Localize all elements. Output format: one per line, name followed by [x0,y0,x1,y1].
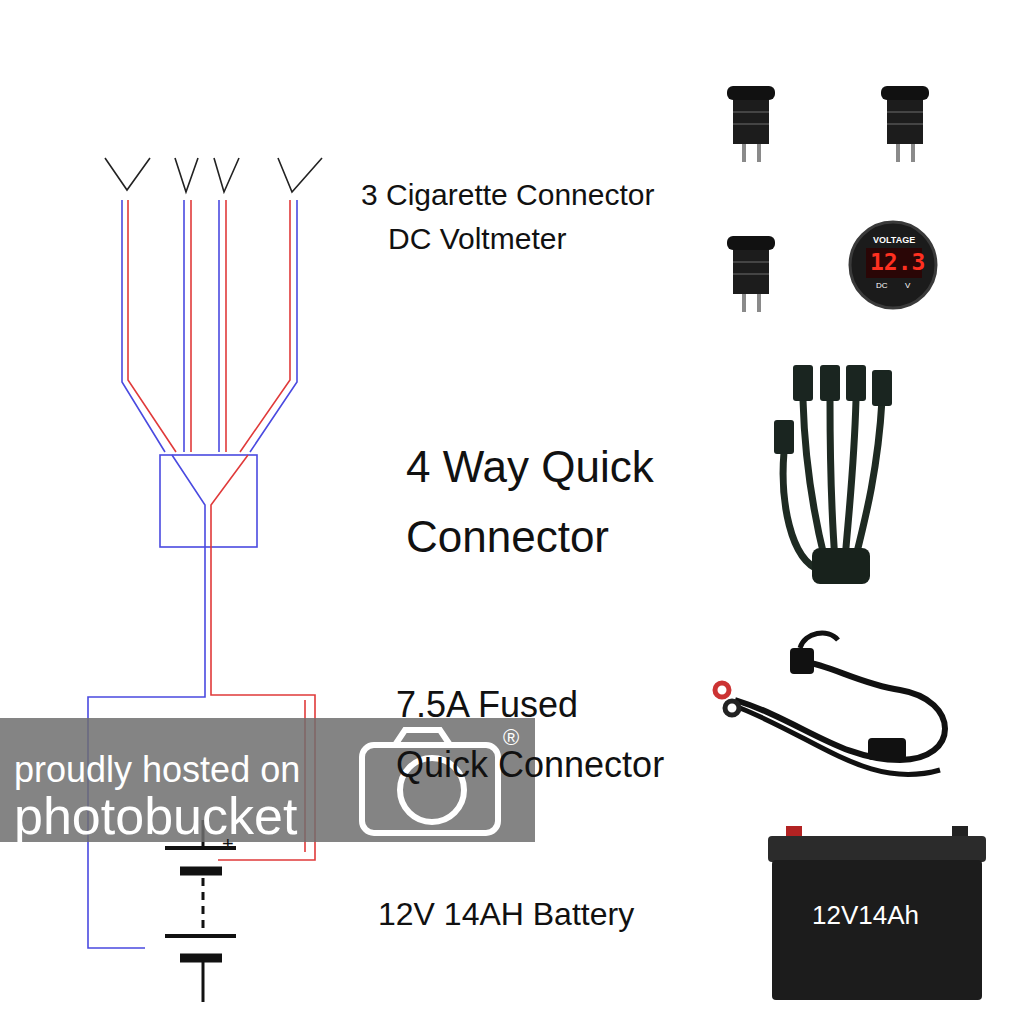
branch-wires [122,200,297,452]
battery-plate [180,954,222,963]
part-caption: 4 Way Quick Connector [406,432,706,572]
positive-wire [128,200,176,452]
negative-wire [250,200,297,452]
fork-symbol [175,158,198,192]
battery-plate [165,934,236,938]
battery-cells [202,878,205,928]
positive-wire [190,200,192,452]
fused-connector-photo [715,633,945,775]
plug-forks [105,158,322,192]
watermark-text: photobucket [14,790,297,842]
battery-lead [202,962,205,1002]
meter-reading: 12.3 [870,251,925,274]
part-caption: 3 Cigarette Connector [361,180,655,210]
meter-label: VOLTAGE [873,236,915,245]
fork-symbol [278,158,322,192]
polarity-sign: + [222,834,234,854]
part-caption: 12V 14AH Battery [378,898,634,930]
negative-wire [183,200,185,452]
camera-icon [395,730,450,745]
meter-label: DC [876,282,888,290]
cigarette-socket [727,86,775,162]
splitter-box [88,455,315,948]
voltmeter-body [850,222,936,308]
fork-symbol [105,158,150,190]
watermark-text: proudly hosted on [14,752,300,788]
positive-wire [240,200,290,452]
four-way-connector-photo [774,365,892,584]
negative-wire [218,200,220,452]
battery-photo [768,826,986,1000]
part-caption: DC Voltmeter [388,224,566,254]
battery-marking: 12V14Ah [812,902,919,928]
battery-plate [180,867,222,876]
positive-wire [225,200,227,452]
voltmeter-photo [850,222,936,308]
fork-symbol [214,158,239,192]
part-caption: 7.5A Fused Quick Connector [396,675,672,795]
splitter-outline [160,455,257,547]
cigarette-socket [727,236,775,312]
battery-symbol [165,820,236,1002]
meter-label: V [905,282,910,290]
cigarette-socket [881,86,929,162]
watermark-mark: ® [503,727,519,749]
